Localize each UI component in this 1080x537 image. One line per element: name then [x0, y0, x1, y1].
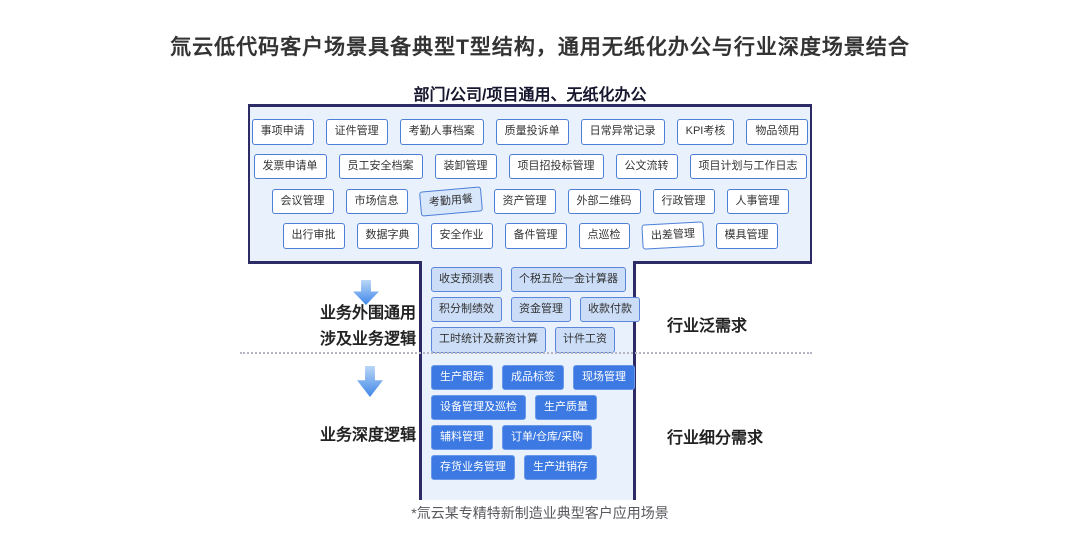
module-chip: 数据字典 [356, 223, 419, 249]
module-chip: 安全作业 [430, 223, 493, 249]
module-chip: 项目招投标管理 [508, 154, 604, 180]
module-chip: 工时统计及薪资计算 [431, 327, 546, 353]
right-label-segment-demand: 行业细分需求 [667, 430, 764, 447]
module-row: 出行审批 数据字典 安全作业 备件管理 点巡检 出差管理 模具管理 [250, 221, 810, 251]
footnote: *氚云某专精特新制造业典型客户应用场景 [411, 505, 669, 521]
module-row: 积分制绩效 资金管理 收款付款 [431, 297, 640, 323]
industry-stem-panel: 收支预测表 个税五险一金计算器 积分制绩效 资金管理 收款付款 工时统计及薪资计… [419, 261, 640, 500]
module-chip: 收支预测表 [431, 267, 502, 293]
module-chip: 事项申请 [251, 119, 314, 145]
module-chip: 成品标签 [502, 364, 564, 390]
module-chip: 物品领用 [746, 119, 809, 145]
module-row: 辅料管理 订单/仓库/采购 [431, 424, 633, 451]
module-chip: 辅料管理 [431, 424, 493, 451]
module-chip: 行政管理 [652, 188, 715, 214]
module-chip: 计件工资 [555, 327, 615, 353]
module-chip: 资产管理 [493, 188, 556, 214]
module-chip: 现场管理 [573, 364, 635, 390]
left-label-outer: 业务外围通用 涉及业务逻辑 [250, 301, 416, 353]
page-title: 氚云低代码客户场景具备典型T型结构，通用无纸化办公与行业深度场景结合 [170, 36, 910, 59]
module-chip: 收款付款 [580, 297, 640, 323]
right-label-generic-demand: 行业泛需求 [667, 318, 748, 335]
module-chip: 生产跟踪 [431, 364, 493, 390]
module-chip: 积分制绩效 [431, 297, 502, 323]
module-chip: 出差管理 [640, 221, 705, 251]
module-chip: 公文流转 [615, 154, 678, 180]
module-chip: 考勤人事档案 [399, 119, 484, 145]
module-chip: 项目计划与工作日志 [689, 154, 807, 180]
module-chip: 人事管理 [726, 188, 789, 214]
module-chip: 日常异常记录 [580, 119, 665, 145]
generic-office-panel: 事项申请 证件管理 考勤人事档案 质量投诉单 日常异常记录 KPI考核 物品领用… [248, 104, 812, 261]
t-shoulder-left [248, 261, 419, 264]
module-row: 设备管理及巡检 生产质量 [431, 394, 633, 420]
module-chip: 生产质量 [535, 394, 597, 420]
module-chip: 订单/仓库/采购 [502, 424, 593, 451]
module-chip: 考勤用餐 [418, 186, 483, 217]
module-row: 存货业务管理 生产进销存 [431, 455, 633, 481]
module-chip: KPI考核 [676, 119, 735, 145]
module-chip: 点巡检 [578, 223, 630, 249]
t-shoulder-right [636, 261, 812, 264]
module-chip: 装卸管理 [434, 154, 497, 180]
module-chip: 会议管理 [271, 188, 334, 214]
module-chip: 证件管理 [325, 119, 388, 145]
module-chip: 外部二维码 [567, 188, 641, 214]
down-arrow-icon [357, 366, 383, 397]
left-label-outer-line1: 业务外围通用 [319, 305, 416, 322]
module-row: 收支预测表 个税五险一金计算器 [431, 267, 633, 293]
dotted-divider [240, 352, 812, 354]
module-row: 生产跟踪 成品标签 现场管理 [431, 364, 635, 390]
module-chip: 员工安全档案 [338, 154, 423, 180]
module-chip: 发票申请单 [253, 154, 327, 180]
module-chip: 存货业务管理 [431, 455, 515, 481]
module-chip: 资金管理 [511, 297, 571, 323]
module-chip: 设备管理及巡检 [431, 394, 526, 420]
module-row: 会议管理 市场信息 考勤用餐 资产管理 外部二维码 行政管理 人事管理 [250, 186, 810, 217]
module-chip: 生产进销存 [524, 455, 597, 481]
module-row: 工时统计及薪资计算 计件工资 [431, 327, 633, 353]
top-section-header: 部门/公司/项目通用、无纸化办公 [413, 87, 647, 104]
module-chip: 出行审批 [282, 223, 345, 249]
module-row: 事项申请 证件管理 考勤人事档案 质量投诉单 日常异常记录 KPI考核 物品领用 [250, 119, 810, 145]
module-chip: 市场信息 [345, 188, 408, 214]
module-chip: 备件管理 [504, 223, 567, 249]
module-chip: 质量投诉单 [495, 119, 569, 145]
left-label-deep: 业务深度逻辑 [319, 427, 416, 444]
left-label-outer-line2: 涉及业务逻辑 [319, 331, 416, 348]
module-row: 发票申请单 员工安全档案 装卸管理 项目招投标管理 公文流转 项目计划与工作日志 [250, 154, 810, 180]
module-chip: 个税五险一金计算器 [511, 267, 626, 293]
module-chip: 模具管理 [715, 223, 778, 249]
